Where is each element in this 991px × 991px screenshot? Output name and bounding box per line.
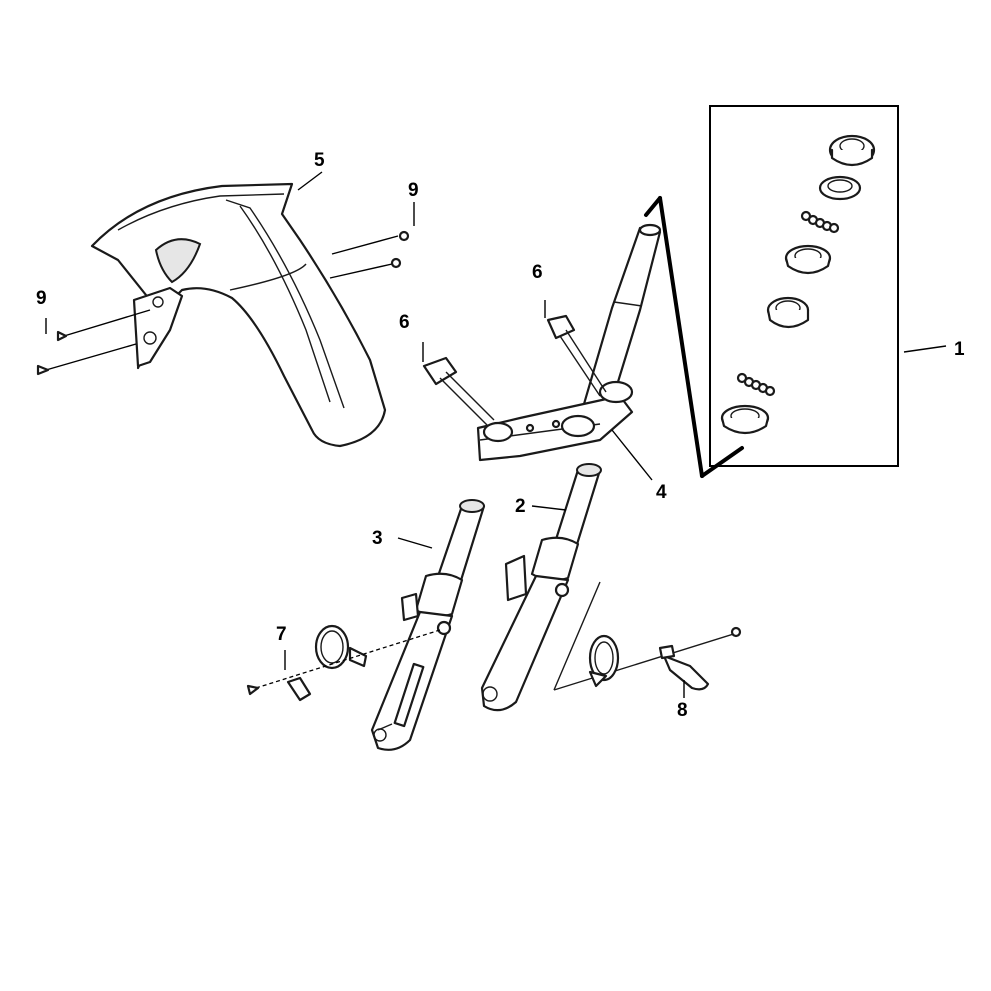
fork-leg-right (480, 463, 602, 712)
callout-leaders (45, 171, 947, 698)
callout-6-left: 6 (399, 312, 410, 333)
front-fender (90, 182, 387, 448)
callout-5: 5 (314, 150, 325, 171)
bearing-kit-inset (709, 105, 899, 467)
steering-stem (476, 223, 662, 462)
reflector-left (246, 624, 441, 702)
bearing-cup-lower (766, 296, 810, 329)
fork-leg-left (370, 499, 486, 751)
bearing-race-lower (720, 404, 770, 435)
bearing-balls-lower (736, 372, 776, 397)
bearing-balls-upper (800, 210, 840, 234)
callout-9-left: 9 (36, 288, 47, 309)
inset-pointer-lines (644, 196, 744, 478)
bearing-cup-upper (784, 244, 832, 275)
callout-3: 3 (372, 528, 383, 549)
callout-9-right: 9 (408, 180, 419, 201)
fender-screws (36, 230, 410, 376)
callout-labels: 1 2 3 4 5 6 6 7 8 9 9 (36, 150, 965, 721)
callout-4: 4 (656, 482, 667, 503)
callout-7: 7 (276, 624, 287, 645)
bearing-race-upper (818, 175, 862, 201)
callout-8: 8 (677, 700, 688, 721)
reflector-right (553, 581, 742, 691)
callout-2: 2 (515, 496, 526, 517)
callout-6-right: 6 (532, 262, 543, 283)
steering-nut (828, 134, 876, 167)
callout-1: 1 (954, 339, 965, 360)
pinch-bolts (422, 314, 607, 427)
